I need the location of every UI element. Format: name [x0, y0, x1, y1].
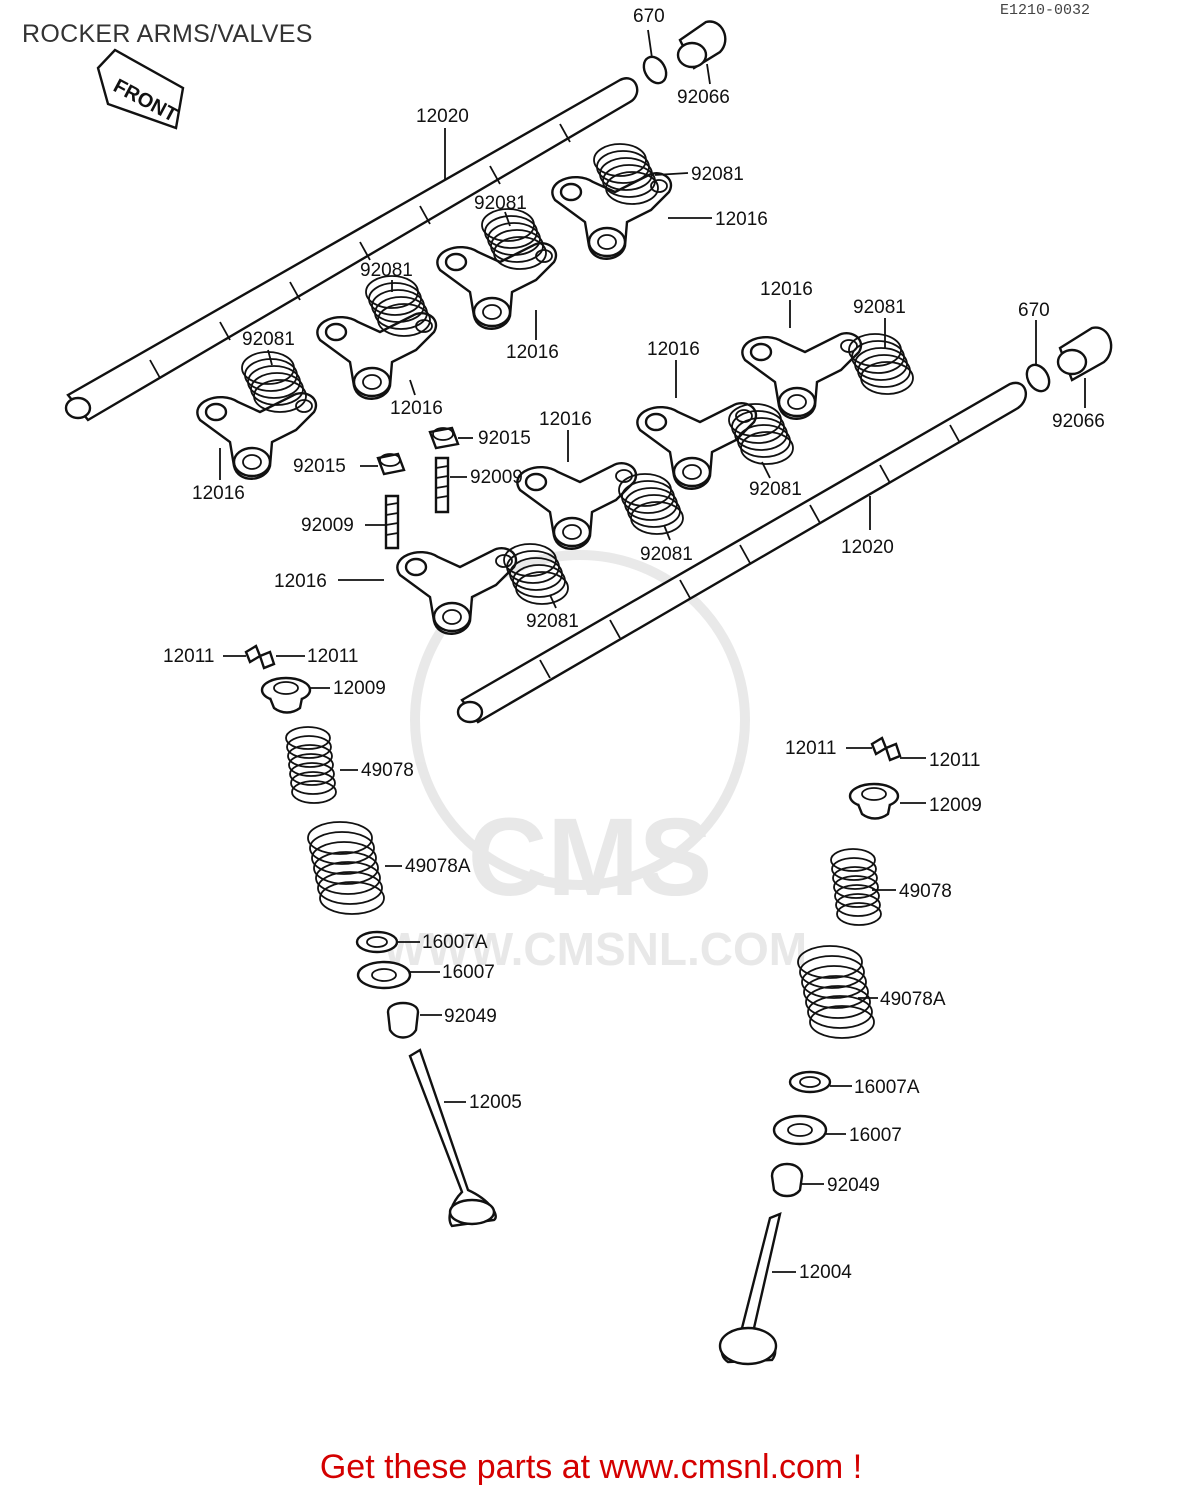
- part-number-label: 12016: [274, 571, 327, 592]
- part-number-label: 49078: [899, 881, 952, 902]
- valve-cotter-right: [870, 736, 902, 762]
- part-number-label: 12011: [307, 646, 358, 667]
- part-number-label: 92049: [444, 1006, 497, 1027]
- part-number-label: 12016: [390, 398, 443, 419]
- part-number-label: 92009: [470, 467, 523, 488]
- part-number-label: 49078A: [880, 989, 946, 1010]
- part-number-label: 12016: [506, 342, 559, 363]
- rocker-shaft-upper: [64, 77, 639, 422]
- intake-valve: [408, 1048, 497, 1228]
- part-number-label: 92081: [526, 611, 579, 632]
- part-number-label: 16007A: [422, 932, 488, 953]
- part-number-label: 12020: [841, 537, 894, 558]
- spring-seat-left: [356, 960, 412, 990]
- part-number-label: 670: [633, 6, 665, 27]
- part-number-label: 92081: [640, 544, 693, 565]
- part-number-label: 92066: [677, 87, 730, 108]
- valve-cotter-left: [244, 644, 276, 670]
- rocker-shaft-lower: [456, 381, 1028, 724]
- part-number-label: 12005: [469, 1092, 522, 1113]
- part-number-label: 92049: [827, 1175, 880, 1196]
- part-number-label: 12016: [539, 409, 592, 430]
- part-number-label: 12011: [929, 750, 980, 771]
- part-number-label: 92081: [360, 260, 413, 281]
- inner-valve-spring-right: [830, 848, 882, 926]
- spring-seat-a-right: [788, 1070, 832, 1094]
- outer-valve-spring-left: [307, 821, 385, 915]
- rocker-arm: [516, 461, 638, 550]
- part-number-label: 670: [1018, 300, 1050, 321]
- part-number-label: 16007: [849, 1125, 902, 1146]
- part-number-label: 92081: [691, 164, 744, 185]
- part-number-label: 49078: [361, 760, 414, 781]
- plug-top: [642, 20, 727, 85]
- outer-valve-spring-right: [797, 945, 875, 1039]
- part-number-label: 49078A: [405, 856, 471, 877]
- page-title: ROCKER ARMS/VALVES: [22, 20, 313, 48]
- part-number-label: 12016: [192, 483, 245, 504]
- part-number-label: 12016: [647, 339, 700, 360]
- part-number-label: 92081: [474, 193, 527, 214]
- exhaust-valve: [718, 1212, 782, 1366]
- watermark-logo: CMS WWW.CMSNL.COM: [383, 550, 807, 975]
- part-number-label: 12016: [760, 279, 813, 300]
- part-number-label: 92066: [1052, 411, 1105, 432]
- part-number-label: 16007A: [854, 1077, 920, 1098]
- part-number-label: 12016: [715, 209, 768, 230]
- valve-stem-seal-right: [770, 1162, 804, 1198]
- part-number-label: 12009: [333, 678, 386, 699]
- part-number-label: 12020: [416, 106, 469, 127]
- part-number-label: 12004: [799, 1262, 852, 1283]
- adjusting-screw-left: [384, 494, 400, 550]
- part-labels: 670 92066 12020 92081 12016 92081 92081 …: [163, 6, 1105, 1283]
- spring-seat-a-left: [355, 930, 399, 954]
- locknut-right: [428, 426, 460, 450]
- part-number-label: 12011: [785, 738, 836, 759]
- inner-valve-spring-left: [285, 726, 337, 804]
- diagram-code: E1210-0032: [1000, 2, 1091, 19]
- part-number-label: 92015: [478, 428, 531, 449]
- valve-stem-seal-left: [386, 1001, 420, 1039]
- part-number-label: 12011: [163, 646, 214, 667]
- leader-lines: [219, 29, 1086, 1273]
- part-number-label: 92009: [301, 515, 354, 536]
- valve-retainer-left: [260, 676, 312, 714]
- part-number-label: 92081: [853, 297, 906, 318]
- part-number-label: 12009: [929, 795, 982, 816]
- valve-retainer-right: [848, 782, 900, 820]
- rocker-arm: [741, 331, 863, 420]
- rocker-arm: [396, 546, 518, 635]
- part-number-label: 92015: [293, 456, 346, 477]
- adjusting-screw-right: [434, 456, 450, 514]
- locknut-left: [376, 452, 406, 476]
- part-number-label: 92081: [242, 329, 295, 350]
- part-number-label: 16007: [442, 962, 495, 983]
- watermark-site-text: WWW.CMSNL.COM: [383, 923, 807, 975]
- plug-right: [1025, 326, 1113, 393]
- watermark-logo-text: CMS: [468, 796, 712, 919]
- front-arrow: FRONT: [96, 48, 185, 130]
- footer-parts-link[interactable]: Get these parts at www.cmsnl.com !: [319, 1448, 863, 1486]
- part-number-label: 92081: [749, 479, 802, 500]
- spring-seat-right: [772, 1114, 828, 1146]
